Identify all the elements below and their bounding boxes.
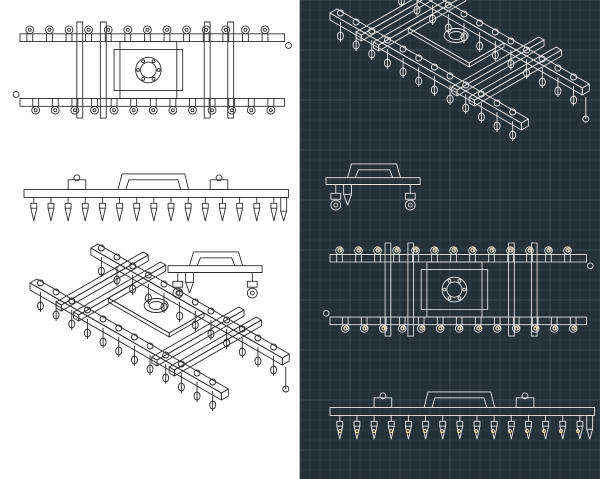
top-view-light	[12, 21, 292, 119]
isometric-view-dark	[329, 0, 590, 141]
top-view-dark	[322, 242, 594, 337]
light-drawing-panel	[0, 0, 300, 479]
isometric-view-light	[29, 243, 290, 411]
accent-parts-dark	[337, 247, 580, 433]
side-view-light	[167, 251, 263, 299]
side-view-dark	[325, 163, 421, 211]
front-view-light	[23, 173, 290, 222]
front-view-dark	[329, 391, 596, 440]
